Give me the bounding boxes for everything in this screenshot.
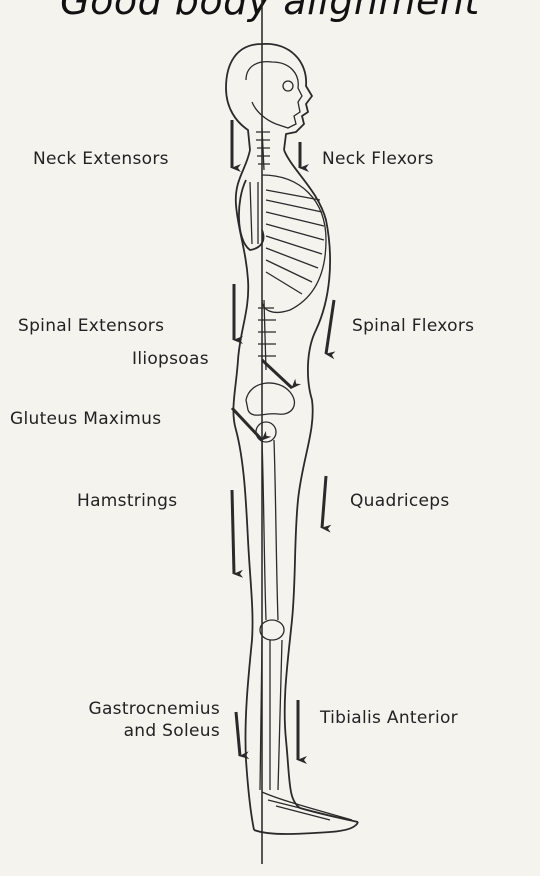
label-gluteus-maximus: Gluteus Maximus bbox=[10, 408, 161, 430]
label-iliopsoas: Iliopsoas bbox=[132, 348, 209, 370]
label-gastrocnemius: Gastrocnemius and Soleus bbox=[40, 698, 220, 742]
label-quadriceps: Quadriceps bbox=[350, 490, 450, 512]
label-spinal-flexors: Spinal Flexors bbox=[352, 315, 474, 337]
label-hamstrings: Hamstrings bbox=[77, 490, 177, 512]
arrow-hamstrings bbox=[232, 490, 234, 574]
label-tibialis-anterior: Tibialis Anterior bbox=[320, 707, 458, 729]
label-spinal-extensors: Spinal Extensors bbox=[18, 315, 164, 337]
label-neck-extensors: Neck Extensors bbox=[33, 148, 169, 170]
arrow-quadriceps bbox=[322, 476, 326, 528]
label-gastrocnemius-line2: and Soleus bbox=[40, 720, 220, 742]
arrow-spinal-flexors bbox=[326, 300, 334, 354]
label-neck-flexors: Neck Flexors bbox=[322, 148, 434, 170]
label-gastrocnemius-line1: Gastrocnemius bbox=[40, 698, 220, 720]
arrow-gastrocnemius bbox=[236, 712, 240, 756]
